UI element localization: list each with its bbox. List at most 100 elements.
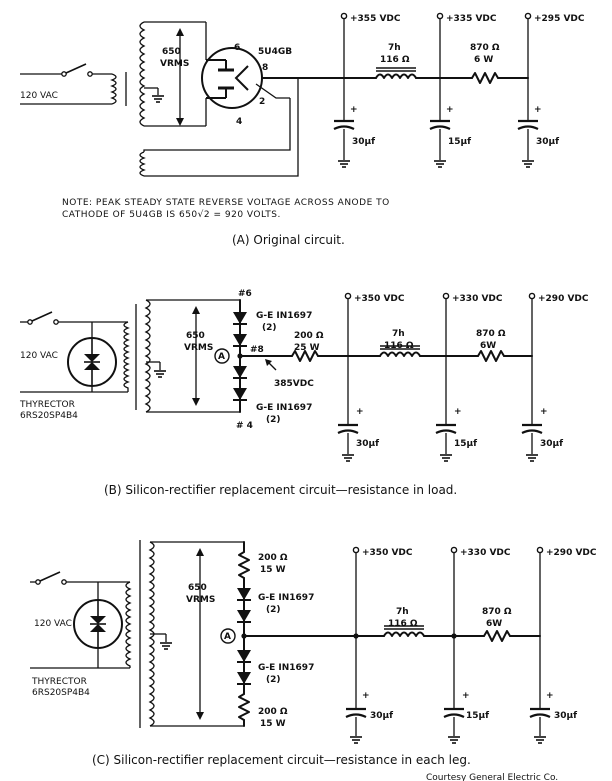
c-r-bot-watts: 15 W (260, 719, 286, 729)
c-resistor-bot-icon (238, 693, 250, 721)
a-choke-icon (375, 73, 417, 79)
svg-text:+: + (454, 407, 462, 417)
a-capacitor-1-icon (332, 119, 356, 131)
figure-b: 120 VAC THYRECTOR 6RS20SP4B4 650 VRMS (19, 289, 589, 497)
a-primary-winding (110, 73, 117, 105)
a-secondary-winding (139, 21, 146, 127)
b-cap-3-value: 30μf (540, 439, 563, 449)
a-voltage-1: +355 VDC (350, 14, 401, 24)
a-xfmr-voltage: 650 (162, 47, 181, 57)
b-tap-voltage: 385VDC (274, 379, 314, 389)
c-node-label: A (224, 632, 231, 642)
c-diode-top-label: G-E IN1697 (258, 593, 314, 603)
b-diode-top-1-icon (232, 311, 248, 325)
b-choke-label: 7h (392, 329, 405, 339)
b-capacitor-3-icon (520, 423, 544, 435)
c-cap-3-value: 30μf (554, 711, 577, 721)
c-primary-winding (125, 581, 132, 668)
b-series-resistor-icon (291, 350, 319, 362)
a-xfmr-unit: VRMS (160, 59, 189, 69)
b-secondary-winding (144, 299, 151, 413)
a-pin-8: 8 (262, 63, 268, 73)
c-r-top-label: 200 Ω (258, 553, 288, 563)
b-resistor-label: 870 Ω (476, 329, 506, 339)
c-thyrector-part: 6RS20SP4B4 (32, 688, 90, 698)
b-diode-top-label: G-E IN1697 (256, 311, 312, 321)
a-resistor-icon (471, 72, 499, 84)
a-resistor-watts: 6 W (474, 55, 493, 65)
c-voltage-1: +350 VDC (362, 548, 413, 558)
c-thyrector-icon (73, 599, 123, 649)
b-series-r-label: 200 Ω (294, 331, 324, 341)
c-diode-bot-label: G-E IN1697 (258, 663, 314, 673)
credit-line: Courtesy General Electric Co. (426, 773, 558, 781)
c-resistor-icon (483, 630, 511, 642)
a-cap-2-value: 15μf (448, 137, 471, 147)
b-ground-icon (153, 370, 167, 378)
svg-text:+: + (356, 407, 364, 417)
a-note-line-1: NOTE: PEAK STEADY STATE REVERSE VOLTAGE … (62, 198, 390, 208)
b-diode-bot-2-icon (232, 387, 248, 401)
b-capacitor-2-icon (434, 423, 458, 435)
c-r-bot-label: 200 Ω (258, 707, 288, 717)
c-ground-icon (159, 642, 173, 650)
c-choke-icon (383, 631, 425, 637)
svg-text:+: + (446, 105, 454, 115)
c-voltage-3: +290 VDC (546, 548, 597, 558)
b-voltage-3: +290 VDC (538, 294, 589, 304)
a-voltage-2: +335 VDC (446, 14, 497, 24)
a-voltage-3: +295 VDC (534, 14, 585, 24)
a-pin-6: 6 (234, 43, 240, 53)
c-capacitor-3-icon (528, 707, 552, 719)
b-choke-icon (379, 351, 421, 357)
c-diode-bot-2-icon (236, 671, 252, 685)
b-diode-bot-label: G-E IN1697 (256, 403, 312, 413)
c-thyrector-label: THYRECTOR (31, 677, 87, 687)
c-voltage-2: +330 VDC (460, 548, 511, 558)
b-caption: (B) Silicon-rectifier replacement circui… (104, 483, 457, 497)
b-xfmr-unit: VRMS (184, 343, 213, 353)
svg-text:+: + (546, 691, 554, 701)
svg-text:+: + (350, 105, 358, 115)
b-diode-top-count: (2) (262, 323, 277, 333)
svg-text:+: + (540, 407, 548, 417)
b-ac-input-label: 120 VAC (20, 351, 58, 361)
c-cap-2-value: 15μf (466, 711, 489, 721)
b-diode-bot-1-icon (232, 365, 248, 379)
c-diode-top-1-icon (236, 587, 252, 601)
a-tube-type: 5U4GB (258, 47, 292, 57)
b-thyrector-label: THYRECTOR (19, 400, 75, 410)
figure-c: 120 VAC THYRECTOR 6RS20SP4B4 650 VRMS (30, 540, 597, 767)
b-line-switch (26, 311, 59, 326)
a-line-switch (20, 63, 112, 105)
c-xfmr-voltage: 650 (188, 583, 207, 593)
a-cap-1-value: 30μf (352, 137, 375, 147)
b-pin-4: # 4 (236, 421, 253, 431)
c-capacitor-1-icon (344, 707, 368, 719)
a-caption: (A) Original circuit. (232, 233, 345, 247)
c-choke-label: 7h (396, 607, 409, 617)
svg-text:+: + (362, 691, 370, 701)
a-pin-4: 4 (236, 117, 242, 127)
b-cap-2-value: 15μf (454, 439, 477, 449)
c-xfmr-unit: VRMS (186, 595, 215, 605)
svg-text:+: + (534, 105, 542, 115)
figure-a: 120 VAC 650 VRMS (20, 12, 585, 247)
c-diode-bot-1-icon (236, 649, 252, 663)
b-pin-8: #8 (250, 345, 264, 355)
b-pin-6: #6 (238, 289, 252, 299)
c-diode-top-count: (2) (266, 605, 281, 615)
c-node-marker (220, 628, 236, 644)
b-resistor-watts: 6W (480, 341, 496, 351)
a-rectifier-tube-icon (201, 47, 263, 109)
b-resistor-icon (477, 350, 505, 362)
b-capacitor-1-icon (336, 423, 360, 435)
a-cap-3-value: 30μf (536, 137, 559, 147)
c-ac-input-label: 120 VAC (34, 619, 72, 629)
a-choke-label: 7h (388, 43, 401, 53)
b-thyrector-icon (67, 337, 117, 387)
b-thyrector-part: 6RS20SP4B4 (20, 411, 78, 421)
a-filament-winding (139, 151, 146, 177)
a-ground-icon (151, 95, 165, 103)
